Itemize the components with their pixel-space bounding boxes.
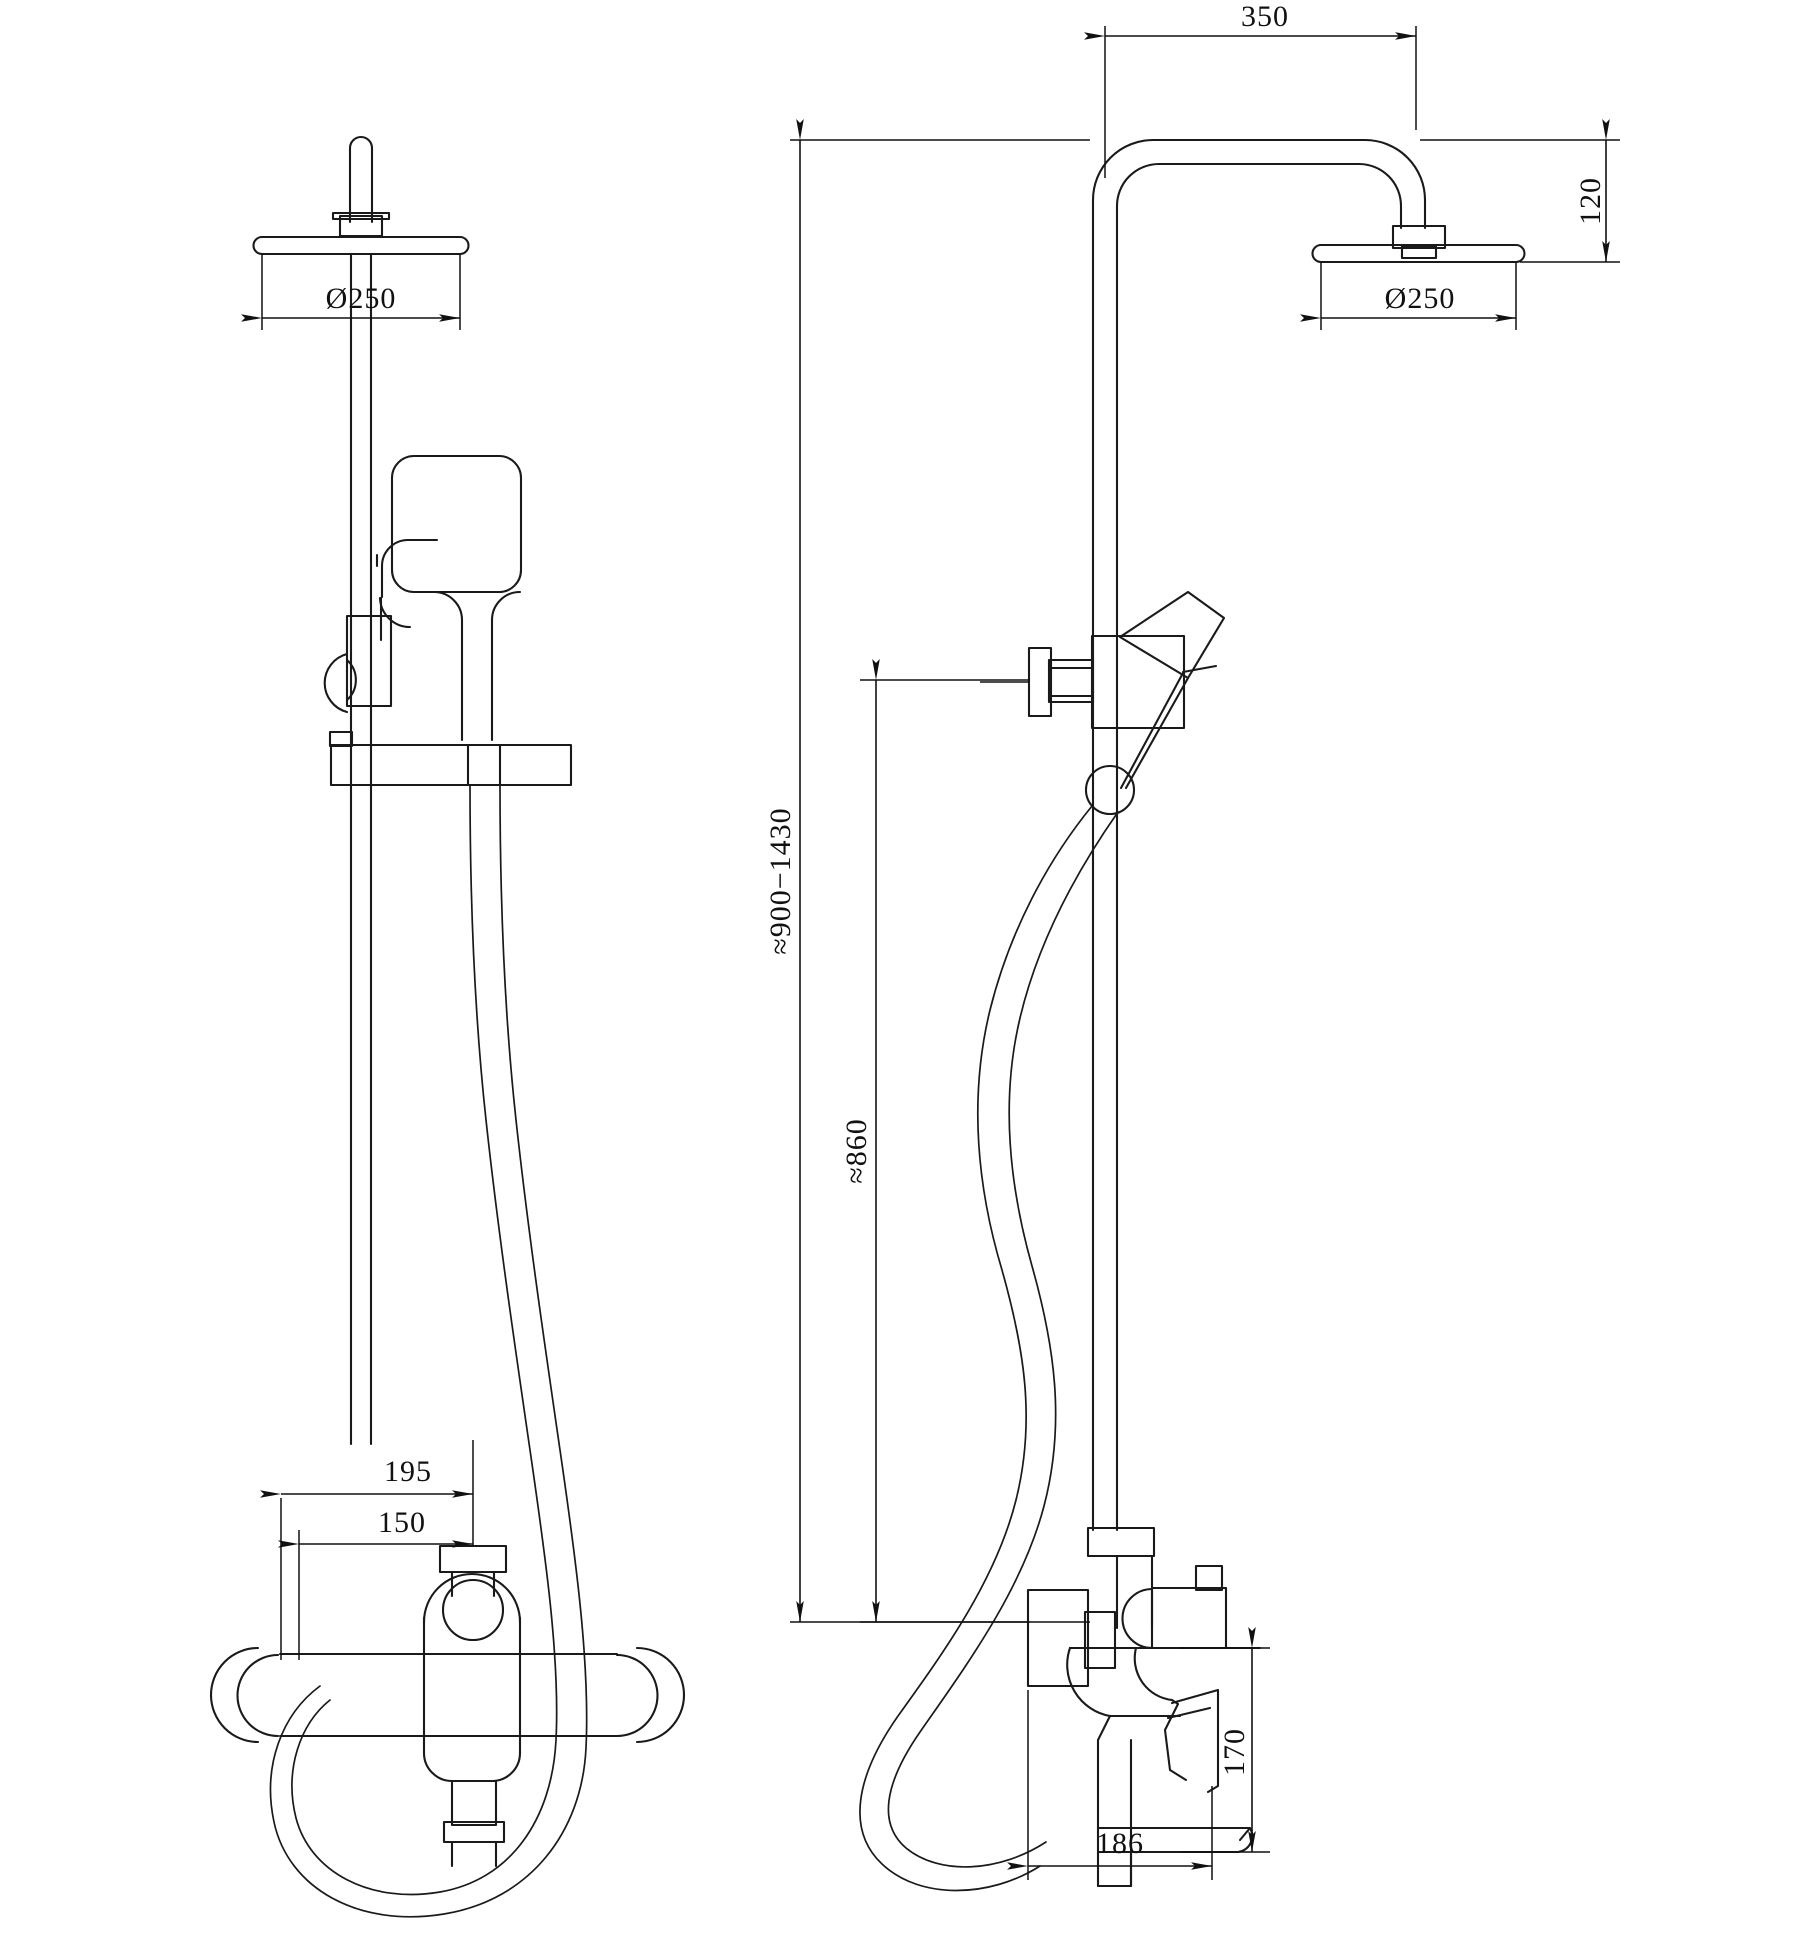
dim-label-front-head-diameter: Ø250 (326, 282, 397, 315)
dim-side-head-diameter: Ø250 (1300, 262, 1517, 330)
dim-front-spout-reach: 195 (260, 1440, 474, 1660)
side-view: 350 120 Ø250 ≈900−1430 (764, 0, 1620, 1892)
front-handset-handle (432, 590, 522, 742)
front-handset-bracket (323, 614, 393, 714)
dim-side-arm-projection: 350 (1084, 0, 1417, 178)
dim-front-valve-centers: 150 (278, 1500, 474, 1660)
dim-label-side-arm-projection: 350 (1241, 0, 1289, 33)
front-hose-collar (466, 743, 502, 787)
side-handset-bracket (980, 634, 1186, 730)
side-diverter-knob (1086, 1526, 1228, 1650)
front-head-stem (348, 136, 374, 224)
side-shower-hose (859, 805, 1119, 1892)
side-handset (1118, 590, 1226, 790)
front-mixer-valve (209, 1544, 686, 1868)
side-hose-ball-joint (1084, 764, 1136, 816)
dim-label-side-mixer-depth: 186 (1096, 1827, 1144, 1860)
dim-label-side-head-drop: 120 (1574, 177, 1607, 225)
front-shower-hose (269, 785, 588, 1918)
front-head-collar (331, 211, 391, 238)
front-view: Ø250 195 150 (209, 136, 686, 1918)
front-shower-head (252, 235, 470, 256)
dim-label-side-mixer-height: 170 (1218, 1728, 1251, 1776)
dim-label-front-valve-centers: 150 (378, 1506, 426, 1539)
dim-side-riser-height: ≈860 (840, 659, 1030, 1623)
dim-side-head-drop: 120 (1420, 119, 1620, 263)
dim-front-head-diameter: Ø250 (241, 254, 461, 330)
front-handset (375, 538, 439, 642)
side-mixer-valve (1026, 1588, 1262, 1888)
front-slider-block (328, 730, 573, 787)
dim-side-mixer-height: 170 (1180, 1627, 1270, 1853)
front-handset-head (390, 454, 523, 594)
side-riser-and-arm (1091, 138, 1427, 1532)
front-riser-rail (349, 252, 373, 1446)
dim-label-front-spout-reach: 195 (384, 1455, 432, 1488)
dim-side-mixer-depth: 186 (1007, 1690, 1213, 1880)
dim-label-side-total-height: ≈900−1430 (764, 807, 797, 954)
dim-label-side-riser-height: ≈860 (840, 1118, 873, 1183)
dim-label-side-head-diameter: Ø250 (1385, 282, 1456, 315)
side-shower-head (1311, 224, 1526, 264)
